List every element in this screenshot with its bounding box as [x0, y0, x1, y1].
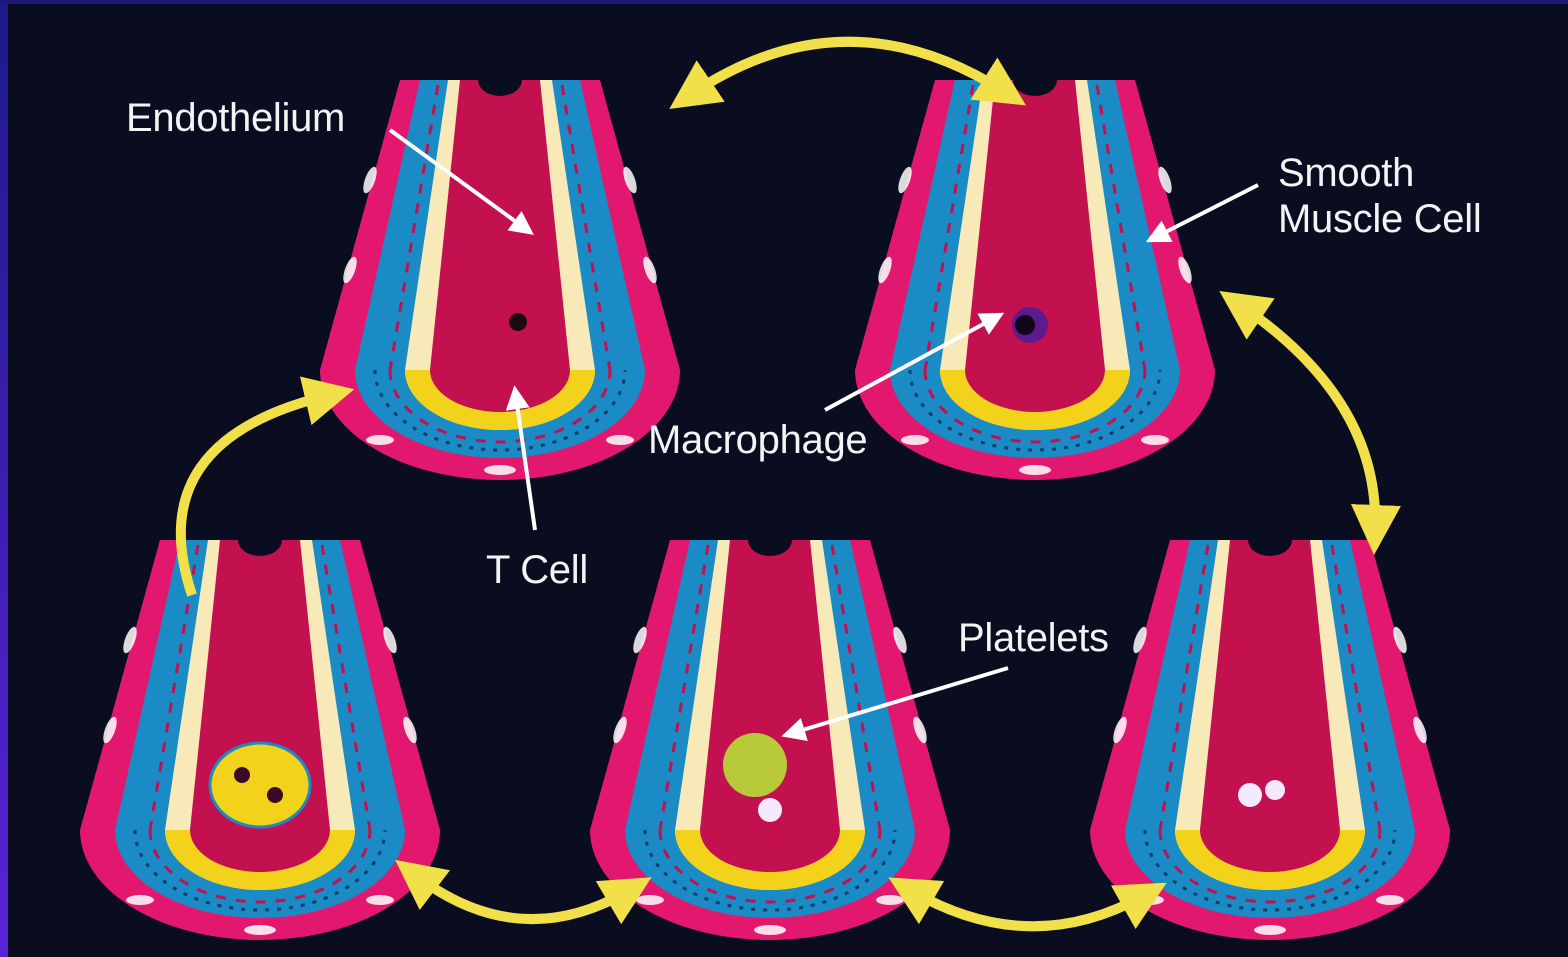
- label-smooth-muscle-cell: Smooth Muscle Cell: [1278, 150, 1481, 242]
- vessel-plaque: [80, 540, 440, 940]
- slide-frame-left-edge: [0, 0, 8, 957]
- label-endothelium: Endothelium: [126, 96, 345, 140]
- vessel-fatty-streak: [1090, 540, 1450, 940]
- vessel-healthy: [320, 80, 680, 480]
- label-platelets: Platelets: [958, 616, 1109, 660]
- slide-frame-top-edge: [0, 0, 1568, 4]
- label-smooth-muscle-line1: Smooth: [1278, 150, 1481, 196]
- vessel-platelets: [590, 540, 950, 940]
- cycle-arrow-right: [1240, 305, 1375, 530]
- label-smooth-muscle-line2: Muscle Cell: [1278, 196, 1481, 242]
- cycle-arrow-bottom-left: [415, 875, 630, 919]
- vessel-macrophage: [855, 80, 1215, 480]
- label-t-cell: T Cell: [486, 548, 588, 592]
- label-macrophage: Macrophage: [648, 418, 867, 462]
- cycle-arrow-bottom-right: [910, 890, 1145, 926]
